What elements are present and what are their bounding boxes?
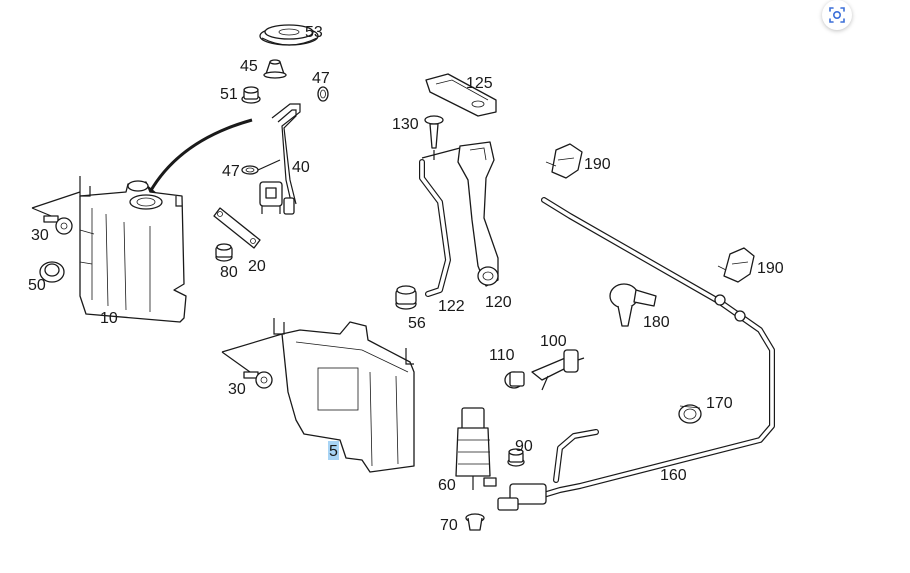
callout-122: 122 xyxy=(438,298,465,315)
callout-5-highlight xyxy=(328,441,339,460)
callout-20: 20 xyxy=(248,258,266,275)
callout-30: 30 xyxy=(31,227,49,244)
part-45-grommet xyxy=(263,59,287,79)
part-160-hose xyxy=(497,197,775,511)
part-110-connector xyxy=(504,371,525,389)
part-130-screw xyxy=(421,115,461,160)
part-180-clip xyxy=(609,283,657,327)
part-190-clip-top xyxy=(545,143,583,179)
callout-70: 70 xyxy=(440,517,458,534)
callout-100: 100 xyxy=(540,333,567,350)
part-90-grommet xyxy=(507,448,525,467)
part-190-clip-right xyxy=(717,247,755,283)
part-30-screw-left xyxy=(31,191,81,235)
part-70-grommet xyxy=(465,513,485,531)
assembly-arrow xyxy=(141,118,253,204)
part-20-bracket xyxy=(213,207,261,249)
part-122-tube xyxy=(419,159,451,297)
part-80-nut xyxy=(215,243,233,262)
part-5-lower-reservoir xyxy=(273,318,415,473)
part-120-bracket xyxy=(457,141,499,287)
part-56-grommet xyxy=(395,285,417,310)
callout-190: 190 xyxy=(584,156,611,173)
callout-53: 53 xyxy=(305,24,323,41)
callout-47: 47 xyxy=(312,70,330,87)
callout-80: 80 xyxy=(220,264,238,281)
part-50-grommet xyxy=(39,261,65,283)
callout-10: 10 xyxy=(100,310,118,327)
part-47-ring-lower xyxy=(241,165,259,175)
callout-125: 125 xyxy=(466,75,493,92)
callout-160: 160 xyxy=(660,467,687,484)
callout-40: 40 xyxy=(292,159,310,176)
callout-56: 56 xyxy=(408,315,426,332)
callout-190: 190 xyxy=(757,260,784,277)
part-170-clamp xyxy=(678,404,702,424)
part-10-reservoir-tank xyxy=(79,176,187,323)
image-search-lens-icon xyxy=(829,7,845,23)
callout-47: 47 xyxy=(222,163,240,180)
part-40-filler-neck xyxy=(257,103,301,215)
callout-170: 170 xyxy=(706,395,733,412)
part-30-screw-lower xyxy=(221,333,283,389)
callout-180: 180 xyxy=(643,314,670,331)
callout-60: 60 xyxy=(438,477,456,494)
part-125-gasket xyxy=(425,73,497,117)
part-53-filler-cap xyxy=(259,24,319,46)
callout-50: 50 xyxy=(28,277,46,294)
callout-45: 45 xyxy=(240,58,258,75)
part-100-nozzle xyxy=(531,349,585,391)
callout-120: 120 xyxy=(485,294,512,311)
callout-5: 5 xyxy=(329,443,338,460)
part-47-ring-top xyxy=(317,86,329,102)
callout-51: 51 xyxy=(220,86,238,103)
callout-90: 90 xyxy=(515,438,533,455)
part-60-washer-pump xyxy=(455,407,497,490)
callout-130: 130 xyxy=(392,116,419,133)
callout-30: 30 xyxy=(228,381,246,398)
visual-search-button[interactable] xyxy=(822,0,852,30)
part-51-seal xyxy=(241,86,261,104)
callout-110: 110 xyxy=(489,347,515,364)
